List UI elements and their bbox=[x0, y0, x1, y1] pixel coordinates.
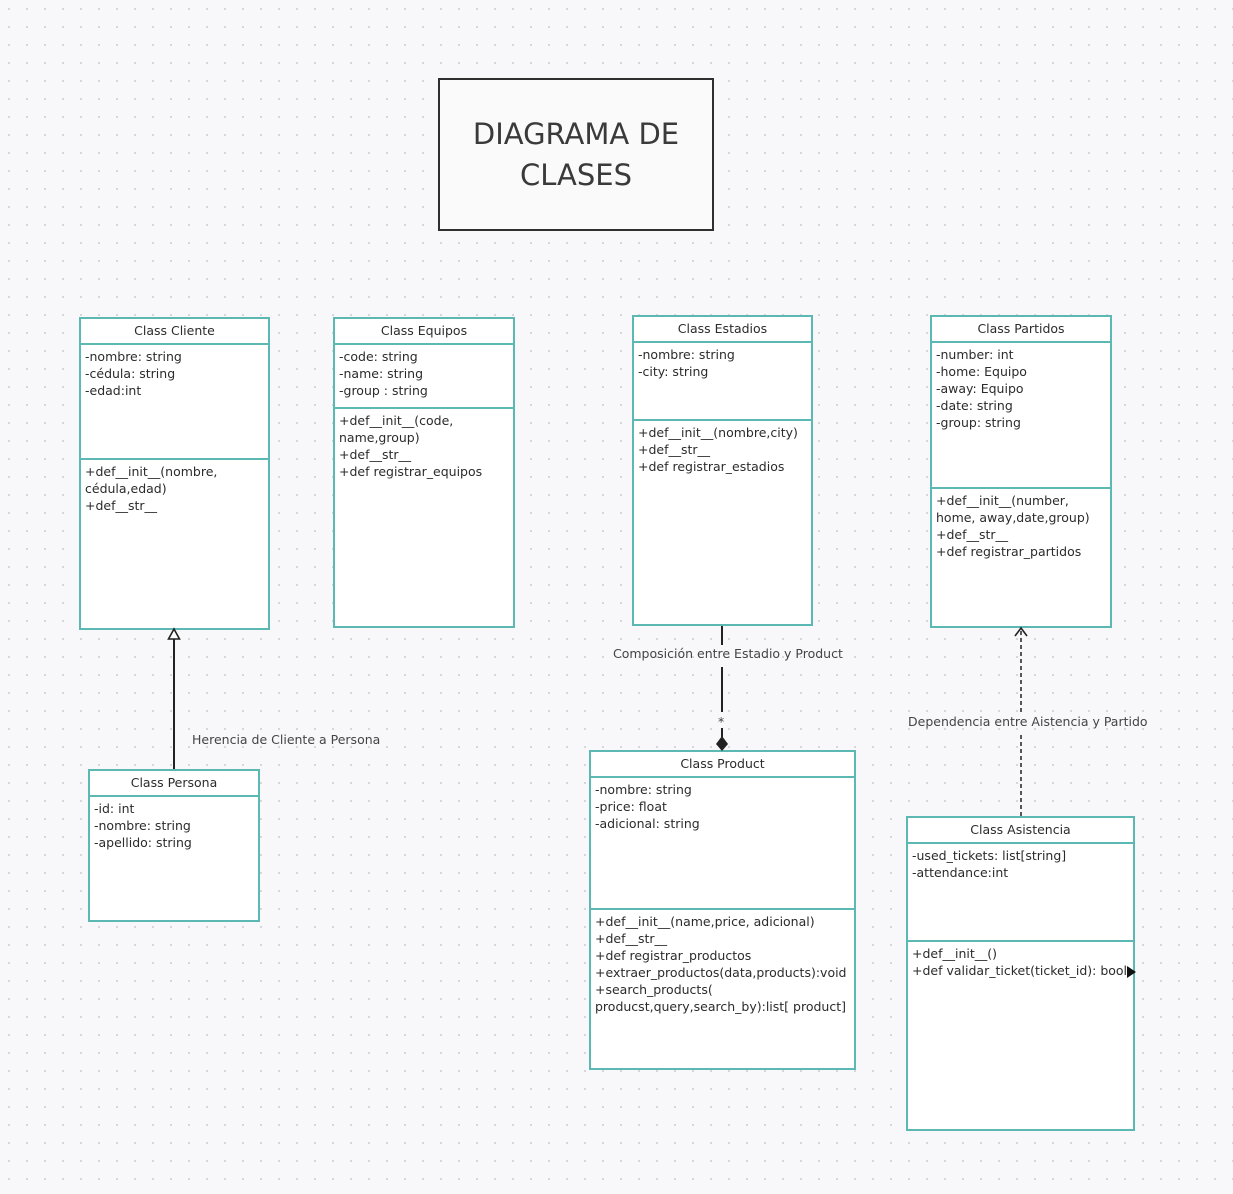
class-equipos-attributes: -code: string -name: string -group : str… bbox=[335, 345, 513, 409]
operation: +def__init__(code, bbox=[339, 413, 454, 428]
class-asistencia-operations: +def__init__() +def validar_ticket(ticke… bbox=[908, 942, 1133, 1129]
attribute: -price: float bbox=[595, 799, 667, 814]
class-estadios-operations: +def__init__(nombre,city) +def__str__ +d… bbox=[634, 421, 811, 624]
composition-label: Composición entre Estadio y Product bbox=[613, 646, 843, 661]
attribute: -group : string bbox=[339, 383, 428, 398]
dependency-label: Dependencia entre Aistencia y Partido bbox=[908, 714, 1148, 729]
operation: +def registrar_equipos bbox=[339, 464, 483, 479]
composition-multiplicity: * bbox=[718, 714, 725, 729]
class-partidos-operations: +def__init__(number, home, away,date,gro… bbox=[932, 489, 1110, 626]
operation: cédula,edad) bbox=[85, 481, 167, 496]
class-persona[interactable]: Class Persona -id: int -nombre: string -… bbox=[88, 769, 260, 922]
operation: +extraer_productos(data,products):void bbox=[595, 965, 847, 980]
class-partidos-attributes: -number: int -home: Equipo -away: Equipo… bbox=[932, 343, 1110, 489]
operation: +def__init__() bbox=[912, 946, 998, 961]
class-asistencia[interactable]: Class Asistencia -used_tickets: list[str… bbox=[906, 816, 1135, 1131]
attribute: -cédula: string bbox=[85, 366, 176, 381]
attribute: -edad:int bbox=[85, 383, 142, 398]
operation: +search_products( bbox=[595, 982, 713, 997]
class-product-name: Class Product bbox=[591, 752, 854, 778]
class-product-attributes: -nombre: string -price: float -adicional… bbox=[591, 778, 854, 910]
inheritance-arrowhead bbox=[167, 627, 181, 640]
operation: +def__str__ bbox=[595, 931, 668, 946]
class-equipos-name: Class Equipos bbox=[335, 319, 513, 345]
attribute: -nombre: string bbox=[85, 349, 182, 364]
attribute: -home: Equipo bbox=[936, 364, 1027, 379]
class-partidos-name: Class Partidos bbox=[932, 317, 1110, 343]
class-cliente[interactable]: Class Cliente -nombre: string -cédula: s… bbox=[79, 317, 270, 630]
operation: +def registrar_partidos bbox=[936, 544, 1082, 559]
class-cliente-name: Class Cliente bbox=[81, 319, 268, 345]
class-asistencia-attributes: -used_tickets: list[string] -attendance:… bbox=[908, 844, 1133, 942]
class-persona-name: Class Persona bbox=[90, 771, 258, 797]
attribute: -date: string bbox=[936, 398, 1013, 413]
operation: +def registrar_estadios bbox=[638, 459, 785, 474]
attribute: -number: int bbox=[936, 347, 1014, 362]
attribute: -id: int bbox=[94, 801, 135, 816]
operation: +def__str__ bbox=[936, 527, 1009, 542]
attribute: -away: Equipo bbox=[936, 381, 1024, 396]
operation: +def__init__(number, bbox=[936, 493, 1069, 508]
attribute: -nombre: string bbox=[595, 782, 692, 797]
class-cliente-attributes: -nombre: string -cédula: string -edad:in… bbox=[81, 345, 268, 460]
attribute: -nombre: string bbox=[638, 347, 735, 362]
attribute: -code: string bbox=[339, 349, 418, 364]
class-estadios[interactable]: Class Estadios -nombre: string -city: st… bbox=[632, 315, 813, 626]
attribute: -used_tickets: list[string] bbox=[912, 848, 1067, 863]
operation: +def__init__(nombre, bbox=[85, 464, 218, 479]
class-cliente-operations: +def__init__(nombre, cédula,edad) +def__… bbox=[81, 460, 268, 628]
attribute: -adicional: string bbox=[595, 816, 700, 831]
operation: +def__str__ bbox=[339, 447, 412, 462]
inheritance-label: Herencia de Cliente a Persona bbox=[192, 732, 381, 747]
operation: +def__str__ bbox=[638, 442, 711, 457]
attribute: -name: string bbox=[339, 366, 424, 381]
class-equipos[interactable]: Class Equipos -code: string -name: strin… bbox=[333, 317, 515, 628]
class-equipos-operations: +def__init__(code, name,group) +def__str… bbox=[335, 409, 513, 626]
class-product-operations: +def__init__(name,price, adicional) +def… bbox=[591, 910, 854, 1068]
attribute: -city: string bbox=[638, 364, 709, 379]
class-asistencia-name: Class Asistencia bbox=[908, 818, 1133, 844]
operation: +def registrar_productos bbox=[595, 948, 752, 963]
attribute: -attendance:int bbox=[912, 865, 1009, 880]
diagram-title: DIAGRAMA DE CLASES bbox=[438, 78, 714, 231]
attribute: -nombre: string bbox=[94, 818, 191, 833]
operation: name,group) bbox=[339, 430, 420, 445]
class-product[interactable]: Class Product -nombre: string -price: fl… bbox=[589, 750, 856, 1070]
dependency-arrowhead bbox=[1014, 626, 1028, 637]
operation: +def__init__(nombre,city) bbox=[638, 425, 798, 440]
class-estadios-name: Class Estadios bbox=[634, 317, 811, 343]
class-persona-attributes: -id: int -nombre: string -apellido: stri… bbox=[90, 797, 258, 920]
class-estadios-attributes: -nombre: string -city: string bbox=[634, 343, 811, 421]
operation: producst,query,search_by):list[ product] bbox=[595, 999, 846, 1014]
class-partidos[interactable]: Class Partidos -number: int -home: Equip… bbox=[930, 315, 1112, 628]
attribute: -apellido: string bbox=[94, 835, 192, 850]
diagram-title-line1: DIAGRAMA DE bbox=[472, 116, 680, 151]
operation: +def__str__ bbox=[85, 498, 158, 513]
operation: +def__init__(name,price, adicional) bbox=[595, 914, 815, 929]
operation: home, away,date,group) bbox=[936, 510, 1090, 525]
diagram-title-line2: CLASES bbox=[519, 157, 633, 192]
operation: +def validar_ticket(ticket_id): bool bbox=[912, 963, 1128, 978]
composition-diamond bbox=[716, 736, 728, 751]
attribute: -group: string bbox=[936, 415, 1021, 430]
